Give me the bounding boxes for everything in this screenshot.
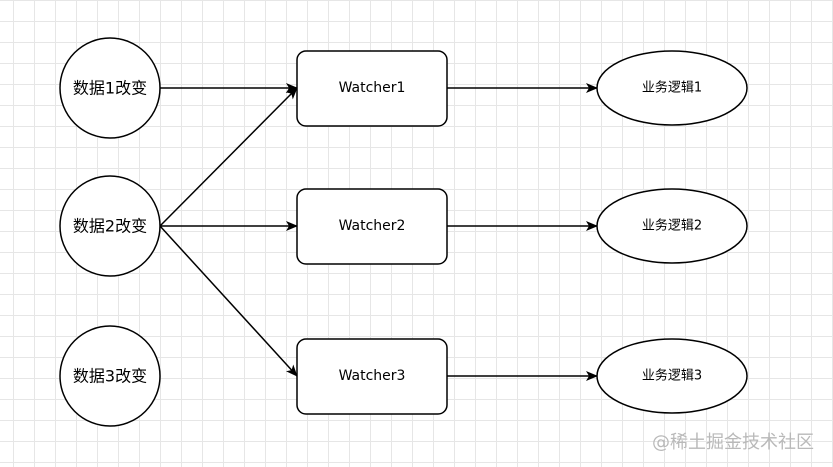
logic-node-2: 业务逻辑2: [596, 188, 748, 264]
logic-node-label: 业务逻辑3: [642, 368, 702, 384]
source-node-3: 数据3改变: [59, 325, 161, 427]
edge-source2-watcher3: [159, 225, 298, 377]
source-node-1: 数据1改变: [59, 37, 161, 139]
source-node-label: 数据1改变: [73, 79, 147, 98]
watcher-node-2: Watcher2: [296, 188, 448, 265]
logic-node-label: 业务逻辑1: [642, 80, 702, 96]
logic-node-1: 业务逻辑1: [596, 50, 748, 126]
source-node-label: 数据3改变: [73, 367, 147, 386]
watcher-node-3: Watcher3: [296, 338, 448, 415]
logic-node-3: 业务逻辑3: [596, 338, 748, 414]
source-node-2: 数据2改变: [59, 175, 161, 277]
watcher-node-label: Watcher2: [339, 218, 406, 234]
logic-node-label: 业务逻辑2: [642, 218, 702, 234]
watcher-node-label: Watcher1: [339, 80, 406, 96]
watermark: @稀土掘金技术社区: [652, 432, 814, 453]
watcher-node-label: Watcher3: [339, 368, 406, 384]
watcher-node-1: Watcher1: [296, 50, 448, 127]
edge-source2-watcher1: [159, 87, 298, 227]
edges: [159, 83, 598, 381]
source-node-label: 数据2改变: [73, 217, 147, 236]
